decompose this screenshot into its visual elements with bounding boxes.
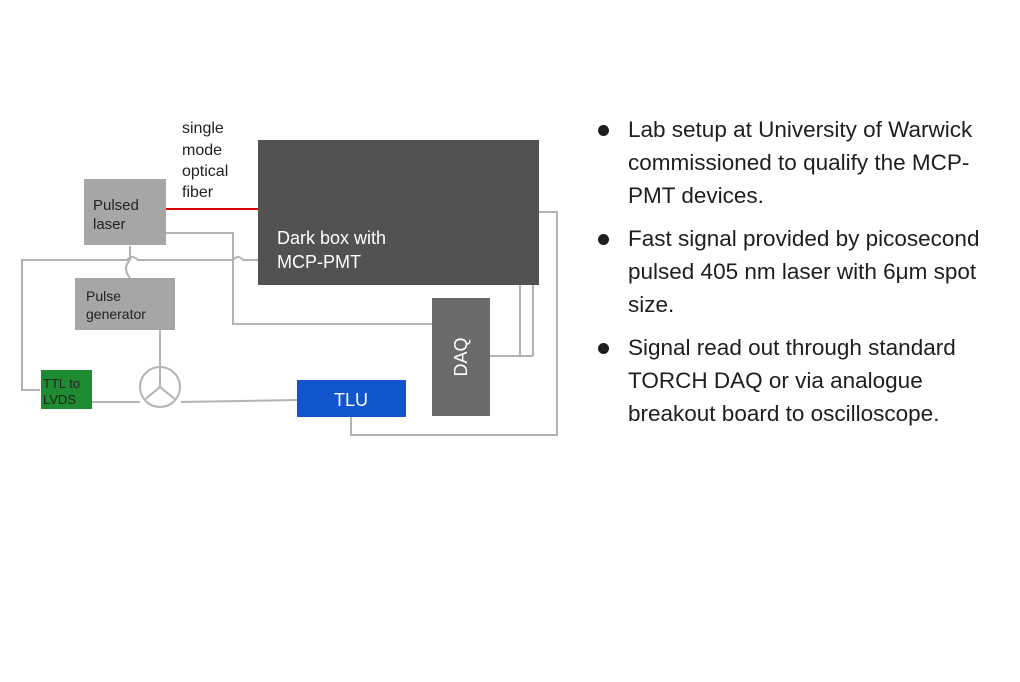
svg-text:TLU: TLU <box>334 390 368 410</box>
bullet-text: Fast signal provided by picosecond pulse… <box>628 226 980 317</box>
bullet-text: Lab setup at University of Warwick commi… <box>628 117 973 208</box>
bullet-item: Fast signal provided by picosecond pulse… <box>596 222 1006 321</box>
pulse-generator-box: Pulse generator <box>75 278 175 330</box>
svg-text:Pulsed laser: Pulsed laser <box>93 197 143 233</box>
pulsed-laser-box: Pulsed laser <box>84 179 166 245</box>
svg-text:Dark box with MCP-PMT: Dark box with MCP-PMT <box>277 228 391 272</box>
svg-text:TTL to LVDS: TTL to LVDS <box>43 376 84 407</box>
splitter-icon <box>139 366 181 408</box>
bullet-item: Signal read out through standard TORCH D… <box>596 331 1006 430</box>
dark-box: Dark box with MCP-PMT <box>258 140 539 285</box>
bullet-text: Signal read out through standard TORCH D… <box>628 335 956 426</box>
daq-box: DAQ <box>432 298 490 416</box>
ttl-lvds-box: TTL to LVDS <box>41 370 92 409</box>
bullet-dot <box>598 234 609 245</box>
fiber-label: single mode optical fiber <box>182 120 233 201</box>
signal-wires <box>21 211 558 436</box>
bullet-item: Lab setup at University of Warwick commi… <box>596 113 1006 212</box>
bullet-dot <box>598 343 609 354</box>
setup-diagram: single mode optical fiber Pulsed laser D… <box>21 120 558 436</box>
bullet-dot <box>598 125 609 136</box>
svg-text:Pulse generator: Pulse generator <box>86 288 146 322</box>
bullet-list: Lab setup at University of Warwick commi… <box>596 113 1006 440</box>
svg-text:DAQ: DAQ <box>451 337 471 376</box>
tlu-box: TLU <box>297 380 406 417</box>
